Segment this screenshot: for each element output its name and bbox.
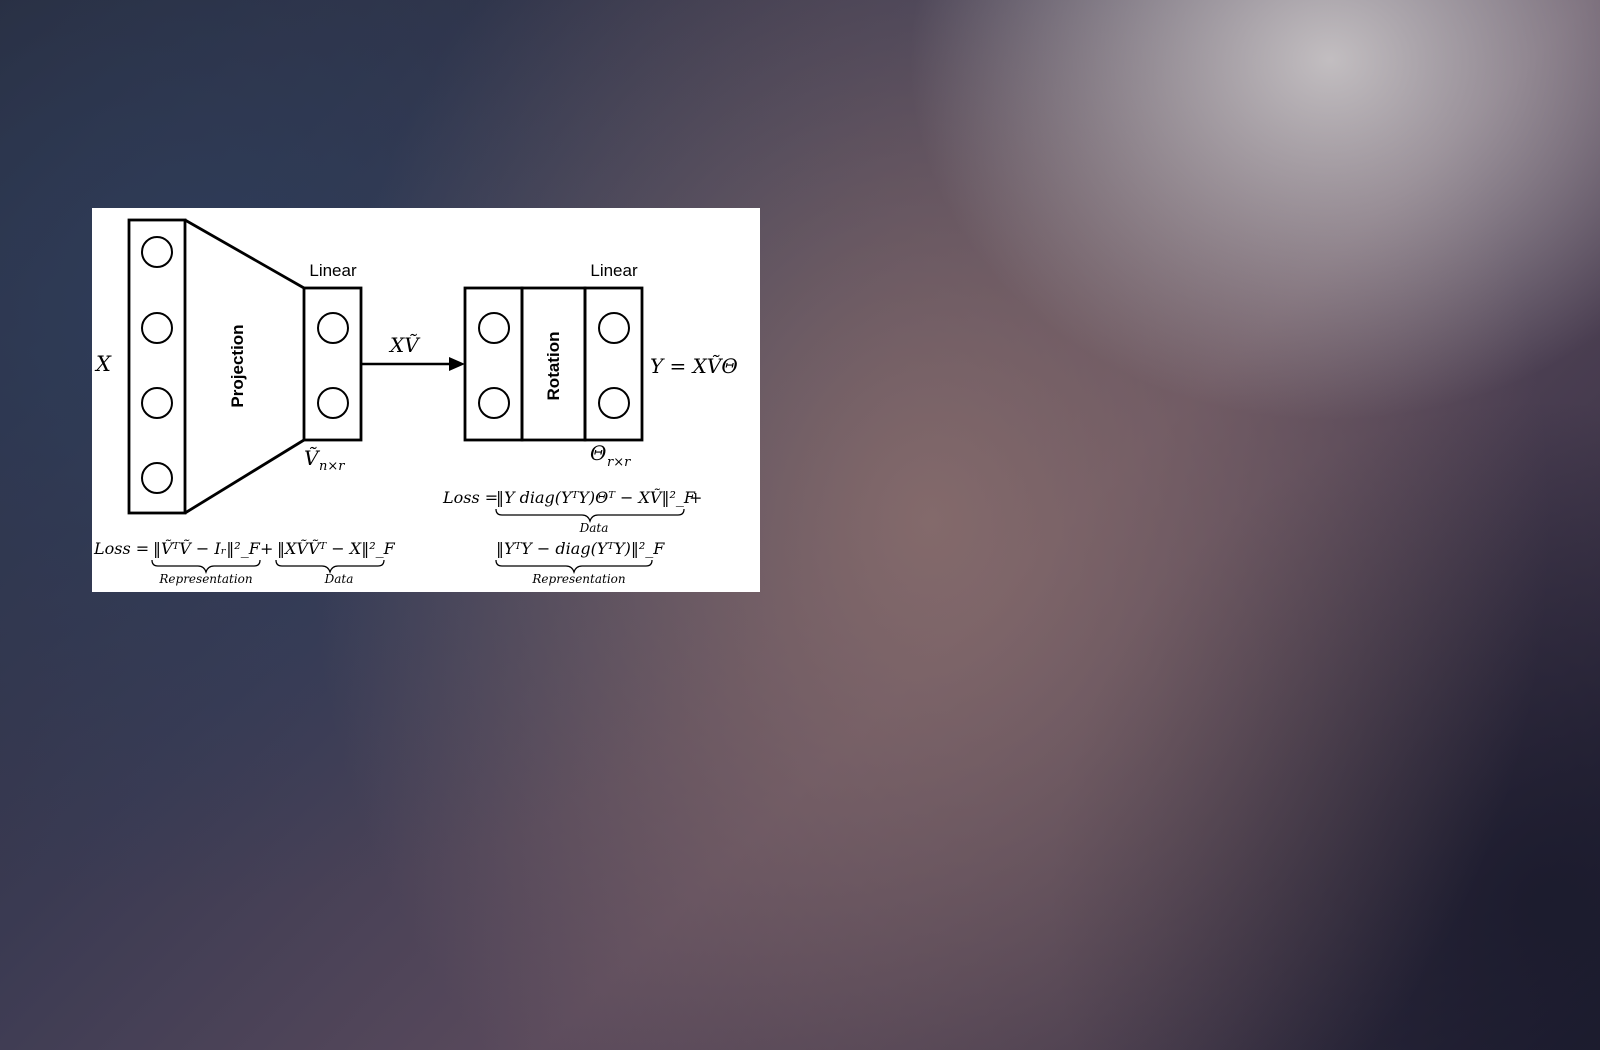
architecture-diagram: Projection Rotation Linear Linear X XṼ Y…	[93, 218, 738, 586]
loss-right-prefix: Loss =	[442, 488, 498, 507]
input-label: X	[94, 352, 112, 376]
hidden-neuron	[317, 312, 349, 344]
flow-arrow-head	[449, 357, 465, 371]
loss-left-term1: ‖ṼᵀṼ − Iᵣ‖²_F	[153, 538, 261, 558]
hidden-neuron	[317, 387, 349, 419]
loss-right-term2-brace-label: Representation	[531, 572, 625, 586]
loss-left-term2-brace-label: Data	[324, 572, 354, 586]
output-neuron	[598, 387, 630, 419]
output-layer-box	[583, 286, 644, 442]
arrow-label: XṼ	[388, 333, 421, 357]
loss-right-brace-2	[495, 559, 653, 575]
rotation-label: Rotation	[544, 332, 563, 401]
loss-right-plus: +	[689, 488, 702, 507]
theta-matrix-subscript: r×r	[607, 455, 631, 470]
input-neuron	[141, 462, 173, 494]
input-layer-box	[127, 218, 187, 515]
rotation-input-neuron	[478, 387, 510, 419]
input-neuron	[141, 312, 173, 344]
loss-left-brace-2	[275, 559, 385, 575]
output-label: Y = XṼΘ	[650, 354, 738, 378]
loss-left-brace-1	[151, 559, 261, 575]
linear-label-right: Linear	[590, 261, 638, 280]
loss-left-prefix: Loss =	[93, 539, 149, 558]
rotation-input-neuron	[478, 312, 510, 344]
loss-left-term2: ‖XṼṼᵀ − X‖²_F	[277, 538, 396, 558]
output-neuron	[598, 312, 630, 344]
input-neuron	[141, 236, 173, 268]
v-matrix-label: Ṽ	[304, 446, 321, 470]
v-matrix-subscript: n×r	[319, 459, 345, 474]
architecture-figure: Projection Rotation Linear Linear X XṼ Y…	[92, 208, 760, 592]
theta-matrix-label: Θ	[590, 441, 606, 465]
projection-label: Projection	[228, 324, 247, 407]
loss-left-plus: +	[260, 539, 273, 558]
input-neuron	[141, 387, 173, 419]
projection-edge-top	[184, 218, 305, 290]
projection-edge-bottom	[184, 438, 305, 515]
loss-right-term1: ‖Y diag(YᵀY)Θᵀ − XṼ‖²_F	[496, 487, 696, 507]
loss-right-term2: ‖YᵀY − diag(YᵀY)‖²_F	[496, 539, 665, 558]
linear-label-left: Linear	[309, 261, 357, 280]
loss-right-brace-1	[495, 508, 685, 524]
loss-right-term1-brace-label: Data	[579, 521, 609, 535]
loss-left-term1-brace-label: Representation	[158, 572, 252, 586]
